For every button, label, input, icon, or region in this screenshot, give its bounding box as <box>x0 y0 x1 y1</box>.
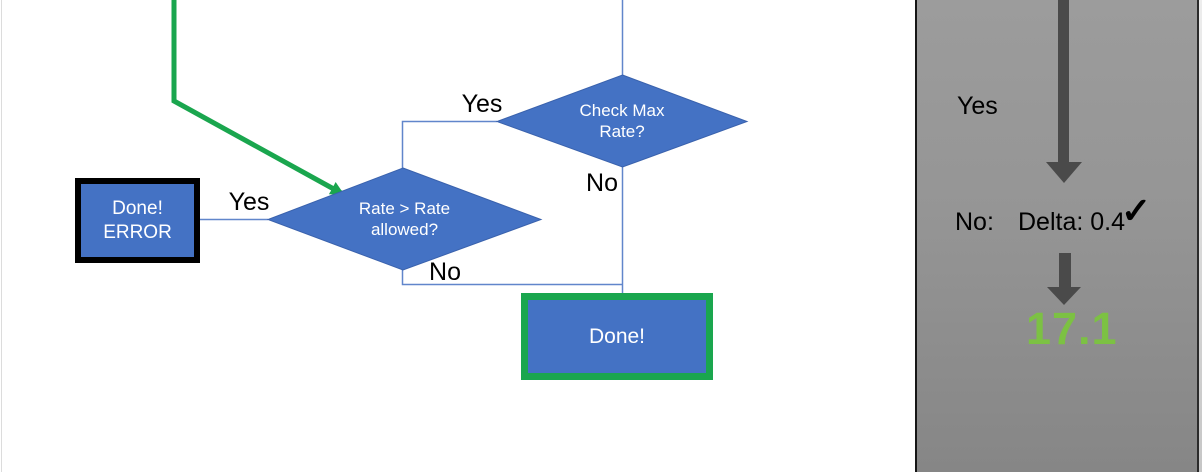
done-box-label: Done! <box>588 324 646 348</box>
panel-yes-label: Yes <box>957 92 998 120</box>
checkmark-icon: ✓ <box>1121 190 1152 231</box>
panel-delta-value: Delta: 0.4 <box>1018 208 1126 236</box>
down-arrow-shaft <box>1059 253 1071 288</box>
status-panel: Yes No: Delta: 0.4 ✓ 17.1 <box>915 0 1199 472</box>
green-path-arrow <box>171 0 345 196</box>
rate-allowed-diamond <box>266 167 543 271</box>
down-arrow-head <box>1046 162 1082 183</box>
rate-no-label: No <box>429 258 461 286</box>
done-error-line1: Done! <box>112 197 163 219</box>
checkmax-no-label: No <box>586 169 618 197</box>
connector-rate-no-to-done <box>401 270 622 286</box>
flowchart-canvas <box>171 0 749 293</box>
rate-yes-label: Yes <box>228 188 270 216</box>
done-error-line2: ERROR <box>103 221 172 243</box>
connector-checkmax-yes <box>401 120 497 168</box>
panel-right-strip <box>1199 0 1202 472</box>
down-arrow-shaft <box>1058 0 1069 163</box>
checkmax-yes-label: Yes <box>461 90 503 118</box>
slide-edge-line <box>1 0 2 472</box>
down-arrow-head <box>1047 287 1081 305</box>
check-max-rate-diamond <box>495 74 749 168</box>
done-error-box: Done! ERROR <box>75 178 200 263</box>
done-box: Done! <box>521 293 713 380</box>
result-value: 17.1 <box>1026 303 1118 354</box>
panel-no-label: No: <box>955 208 994 236</box>
